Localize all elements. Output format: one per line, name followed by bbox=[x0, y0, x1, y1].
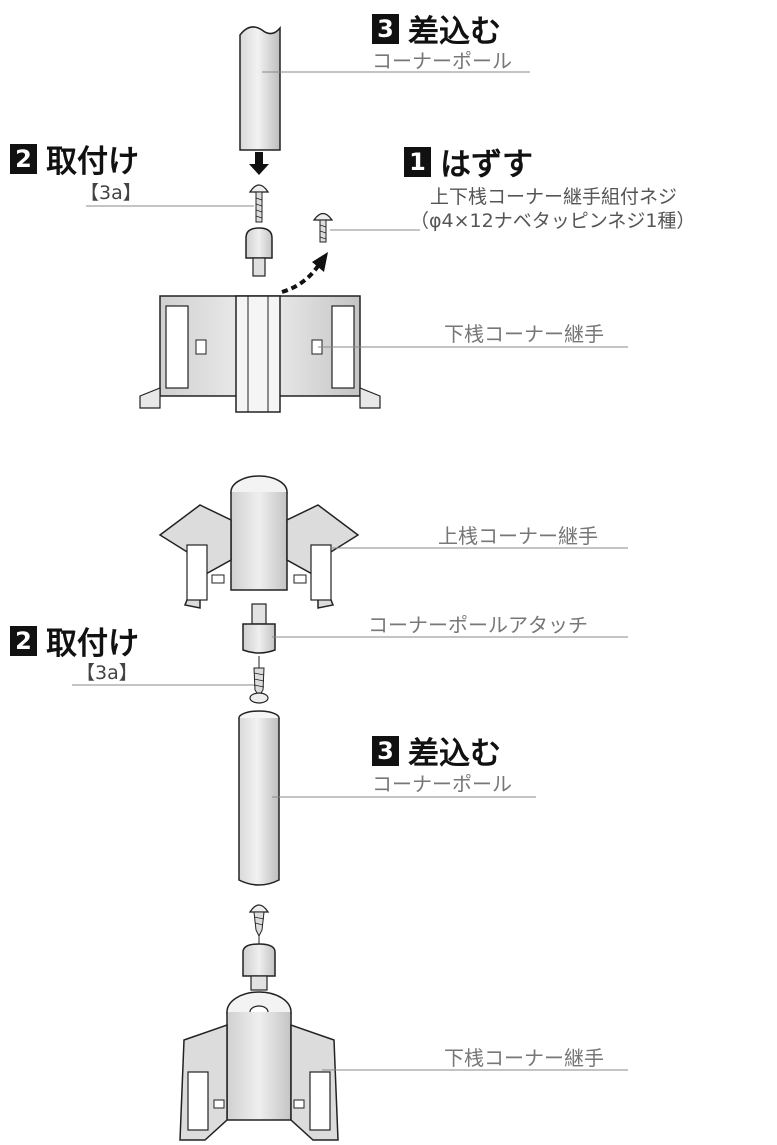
step-title: はずす bbox=[440, 147, 533, 183]
step-title: 差込む bbox=[408, 736, 501, 772]
top-corner-pole-label: コーナーポール bbox=[372, 49, 512, 73]
attachment-label: コーナーポールアタッチ bbox=[368, 613, 588, 637]
top-pole-attachment bbox=[245, 227, 273, 277]
lower-screw bbox=[248, 904, 270, 938]
removed-screw-label-line1: 上下桟コーナー継手組付ネジ bbox=[430, 186, 678, 208]
bottom-step3-heading: 3 差込む bbox=[372, 728, 501, 773]
removed-screw bbox=[312, 212, 334, 243]
top-corner-pole bbox=[239, 25, 281, 151]
top-lower-corner-joint bbox=[139, 295, 381, 413]
top-attach-screw bbox=[248, 184, 270, 223]
corner-pole-attachment bbox=[242, 603, 276, 668]
step-title: 取付け bbox=[46, 626, 139, 662]
top-lower-joint-label: 下桟コーナー継手 bbox=[444, 322, 604, 346]
bottom-lower-joint-label: 下桟コーナー継手 bbox=[444, 1046, 604, 1070]
remove-arrow-icon bbox=[281, 252, 328, 294]
removed-screw-label-line2: （φ4×12ナベタッピンネジ1種） bbox=[410, 210, 696, 232]
bottom-corner-pole bbox=[238, 710, 280, 886]
lower-pole-attachment bbox=[242, 936, 276, 991]
bottom-step2-heading: 2 取付け bbox=[10, 618, 139, 663]
top-step2-heading: 2 取付け bbox=[10, 136, 139, 181]
down-arrow-icon bbox=[249, 152, 269, 175]
bottom-attach-screw bbox=[249, 667, 269, 704]
step-title: 取付け bbox=[46, 144, 139, 180]
top-step1-heading: 1 はずす bbox=[404, 139, 533, 184]
bottom-corner-pole-label: コーナーポール bbox=[372, 772, 512, 796]
step-number-badge: 1 bbox=[404, 146, 431, 177]
top-step2-ref: 【3a】 bbox=[80, 182, 142, 204]
step-number-badge: 2 bbox=[10, 143, 37, 174]
step-title: 差込む bbox=[408, 14, 501, 50]
step-number-badge: 2 bbox=[10, 625, 37, 656]
bottom-lower-corner-joint bbox=[179, 991, 339, 1141]
top-step3-heading: 3 差込む bbox=[372, 6, 501, 51]
upper-joint-label: 上桟コーナー継手 bbox=[438, 524, 598, 548]
step-number-badge: 3 bbox=[372, 735, 399, 766]
bottom-step2-ref: 【3a】 bbox=[76, 662, 138, 684]
upper-corner-joint bbox=[158, 475, 360, 609]
step-number-badge: 3 bbox=[372, 13, 399, 44]
